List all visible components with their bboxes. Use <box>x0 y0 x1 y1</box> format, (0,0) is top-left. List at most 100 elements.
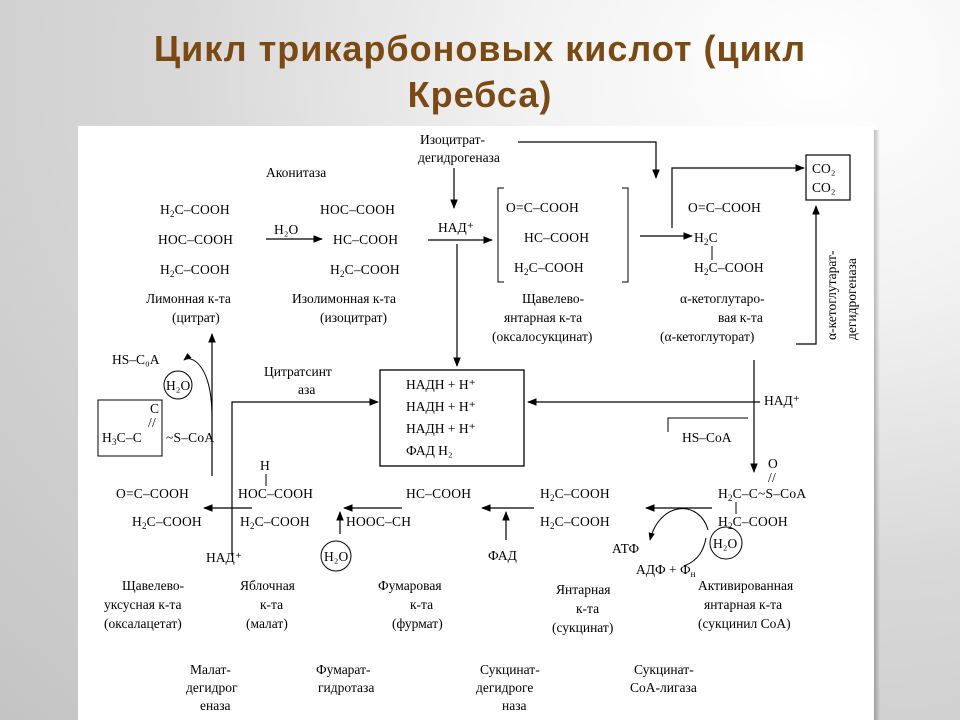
malate-label-1: Яблочная <box>240 578 295 593</box>
isocitrate-label-2: (изоцитрат) <box>320 310 387 325</box>
succinate-dh-label-3: наза <box>502 698 527 713</box>
arrow-to-co2 <box>518 141 660 179</box>
isocitrate-dh-label-1: Изоцитрат- <box>420 132 486 147</box>
citrate-synthase-label-2: аза <box>298 382 315 397</box>
svg-text:HC–COOH: HC–COOH <box>524 230 589 245</box>
box-line-2: НАДН + Н⁺ <box>406 399 476 414</box>
svg-text:HOOC–CH: HOOC–CH <box>346 514 411 529</box>
citrate-label-1: Лимонная к-та <box>146 291 231 306</box>
svg-text://: // <box>148 415 156 430</box>
malate-formula: H HOC–COOH H2C–COOH <box>238 458 313 531</box>
svg-text:H2C–COOH: H2C–COOH <box>132 514 202 531</box>
svg-text:H2C–COOH: H2C–COOH <box>540 514 610 531</box>
slide-title-line2: Кребса) <box>407 74 553 115</box>
co2-box <box>805 154 851 201</box>
svg-text:HOC–COOH: HOC–COOH <box>320 202 395 217</box>
krebs-cycle-diagram: H2C–COOH HOC–COOH H2C–COOH Лимонная к-та… <box>97 132 859 713</box>
fumarate-formula: HC–COOH HOOC–CH <box>346 486 471 529</box>
fumarate-label-2: к-та <box>410 597 433 612</box>
adp-label: АДФ + Фн <box>636 562 696 579</box>
box-line-4: ФАД Н₂ <box>406 443 453 458</box>
svg-text:O=C–COOH: O=C–COOH <box>116 486 189 501</box>
svg-text:O=C–COOH: O=C–COOH <box>506 200 579 215</box>
oxaloacetate-label-1: Щавелево- <box>122 578 185 593</box>
aconitase-label: Аконитаза <box>266 165 326 180</box>
isocitrate-label-1: Изолимонная к-та <box>292 291 396 306</box>
hs-coa-link <box>667 417 748 432</box>
curve-atp <box>648 508 709 541</box>
malate-dh-label-3: еназа <box>200 698 231 713</box>
hs-c0a: HS–C₀A <box>112 352 160 367</box>
svg-text:H2C–COOH: H2C–COOH <box>694 260 764 277</box>
h2o-aconitase: H₂O <box>274 222 298 237</box>
svg-text:HC–COOH: HC–COOH <box>333 232 398 247</box>
co2-2: CO₂ <box>812 180 835 195</box>
svg-text:H2C–COOH: H2C–COOH <box>540 486 610 503</box>
malate-dh-label-2: дегидрог <box>186 680 238 695</box>
svg-text:H: H <box>260 458 270 473</box>
fumarate-hydratase-label-2: гидротаза <box>318 680 374 695</box>
fumarate-hydratase-label-1: Фумарат- <box>316 662 371 677</box>
atp-label: АТФ <box>612 541 640 556</box>
nadh-box <box>379 369 525 467</box>
svg-text://: // <box>768 470 776 485</box>
arrow-nadh-malate <box>231 398 379 556</box>
succinyl-ligase-label-1: Сукцинат- <box>634 662 694 677</box>
krebs-diagram-panel: H2C–COOH HOC–COOH H2C–COOH Лимонная к-та… <box>78 126 874 720</box>
akg-label-2: вая к-та <box>718 310 763 325</box>
oxalosuccinate-formula: O=C–COOH HC–COOH H2C–COOH <box>506 200 589 277</box>
malate-label-2: к-та <box>260 597 283 612</box>
nad-isocitrate: НАД⁺ <box>438 220 474 235</box>
succinate-dh-label-2: дегидроге <box>476 680 533 695</box>
h2o-malate: H₂O <box>324 549 348 564</box>
citrate-synthase-label-1: Цитратсинт <box>264 364 332 379</box>
h2o-succinyl: H₂O <box>713 536 737 551</box>
arrow-co2-release <box>671 164 805 228</box>
box-line-3: НАДН + Н⁺ <box>406 421 476 436</box>
fumarate-label-3: (фурмат) <box>392 616 443 631</box>
nad-akg: НАД⁺ <box>764 393 800 408</box>
svg-text:H2C–COOH: H2C–COOH <box>718 514 788 531</box>
nad-malate: НАД⁺ <box>206 550 242 565</box>
succinylcoa-label-3: (сукцинил СоА) <box>698 616 791 631</box>
isocitrate-formula: HOC–COOH HC–COOH H2C–COOH <box>320 202 400 279</box>
svg-text:~S–CoA: ~S–CoA <box>166 430 214 445</box>
succinyl-ligase-label-2: СоА-лигаза <box>630 680 697 695</box>
arrow-akg-co2 <box>796 205 820 345</box>
succinylcoa-label-2: янтарная к-та <box>704 597 782 612</box>
svg-text:H2C–COOH: H2C–COOH <box>330 262 400 279</box>
h2o-circle-citrate <box>163 370 193 400</box>
svg-text:H3C–C: H3C–C <box>102 430 142 447</box>
h2o-circle-succinyl <box>709 526 743 560</box>
oxalosuccinate-label-3: (оксалосукцинат) <box>492 329 592 344</box>
co2-1: CO₂ <box>812 161 835 176</box>
slide-title: Цикл трикарбоновых кислот (цикл Кребса) <box>0 26 960 118</box>
bracket-left <box>497 187 504 283</box>
succinate-label-1: Янтарная <box>556 582 610 597</box>
svg-text:H2C–COOH: H2C–COOH <box>160 202 230 219</box>
svg-text:O=C–COOH: O=C–COOH <box>688 200 761 215</box>
malate-dh-label-1: Малат- <box>190 662 231 677</box>
svg-text:H2C–COOH: H2C–COOH <box>514 260 584 277</box>
acetyl-coa-formula: C // H3C–C ~S–CoA <box>102 401 214 447</box>
svg-text:O: O <box>768 456 778 471</box>
fad-label: ФАД <box>488 548 517 563</box>
oxaloacetate-label-2: уксусная к-та <box>104 597 181 612</box>
svg-text:HOC–COOH: HOC–COOH <box>158 232 233 247</box>
akg-dh-label-2: дегидрогеназа <box>844 258 859 340</box>
bracket-right <box>622 187 629 283</box>
hs-coa-akg: HS–CoA <box>682 430 732 445</box>
svg-text:H2C: H2C <box>694 230 718 247</box>
curve-adp <box>683 537 707 567</box>
svg-text:HC–COOH: HC–COOH <box>406 486 471 501</box>
svg-text:C: C <box>150 401 159 416</box>
akg-dh-label-1: α-кетоглутарат- <box>824 250 839 340</box>
malate-label-3: (малат) <box>246 616 288 631</box>
fumarate-label-1: Фумаровая <box>378 578 442 593</box>
succinylcoa-label-1: Активированная <box>698 578 793 593</box>
akg-formula: O=C–COOH H2C H2C–COOH <box>688 200 764 277</box>
oxaloacetate-formula: O=C–COOH H2C–COOH <box>116 486 202 531</box>
citrate-formula: H2C–COOH HOC–COOH H2C–COOH <box>158 202 233 279</box>
succinate-formula: H2C–COOH H2C–COOH <box>540 486 610 531</box>
panel-shadow <box>874 130 880 720</box>
